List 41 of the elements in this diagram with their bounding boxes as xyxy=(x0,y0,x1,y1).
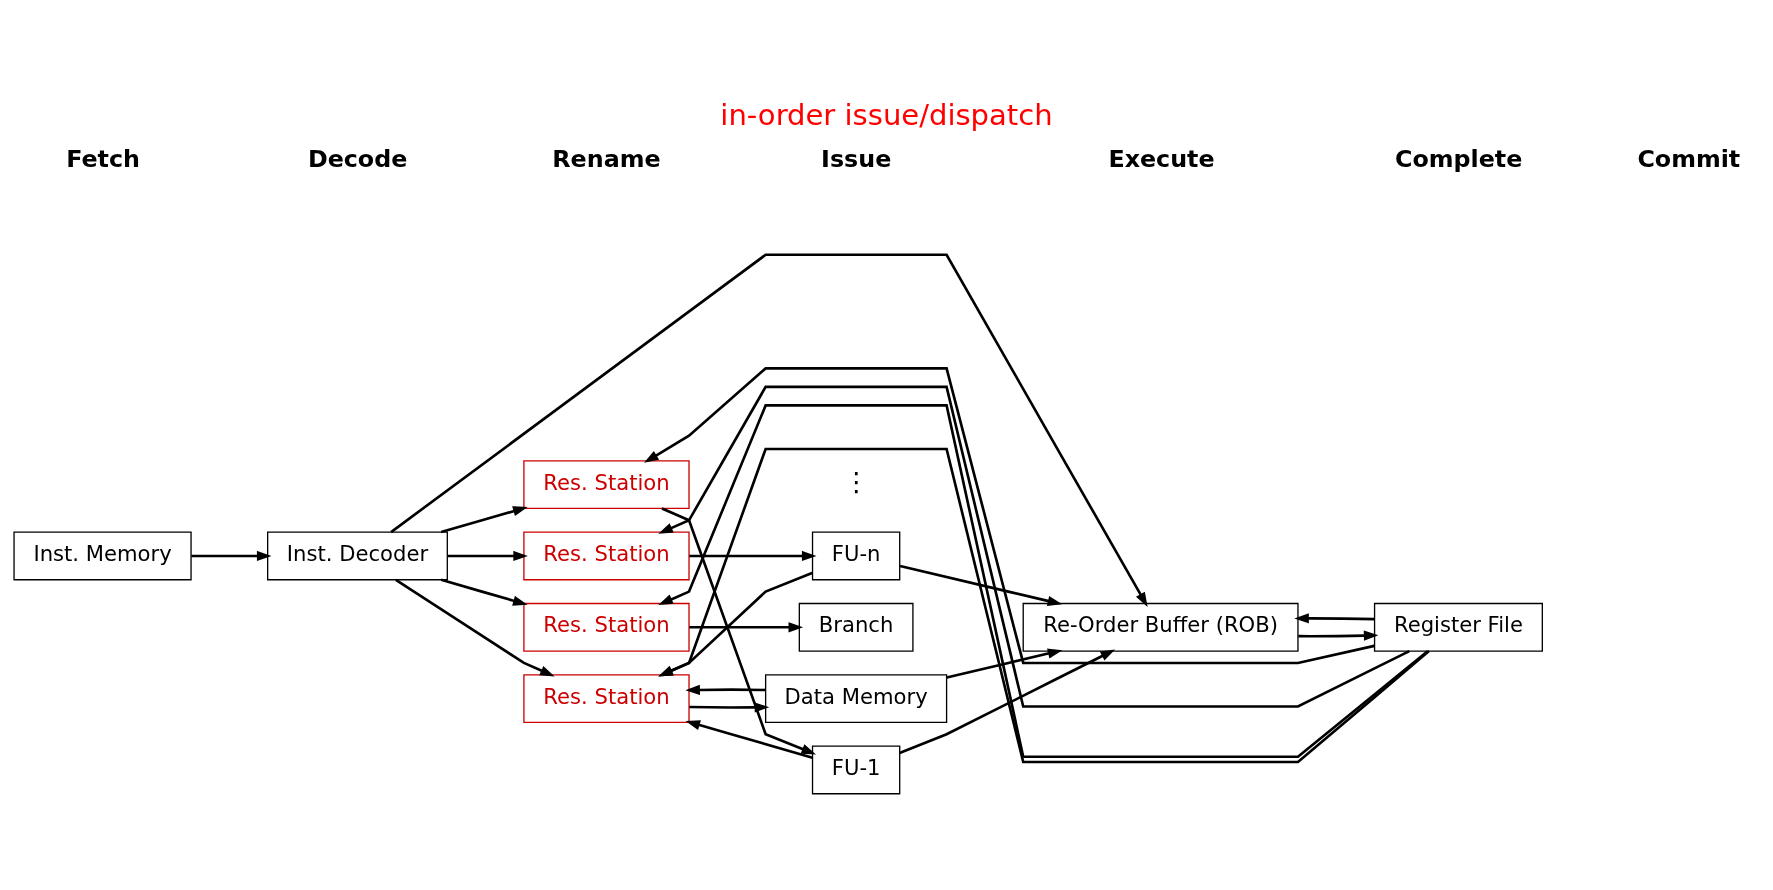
label: Rename xyxy=(552,144,661,173)
arrow xyxy=(440,506,528,534)
arrow xyxy=(440,578,528,606)
arrow xyxy=(689,550,817,562)
node-box: Branch xyxy=(798,602,914,652)
arrow xyxy=(658,571,813,677)
node-box: Res. Station xyxy=(523,531,690,581)
node-box: Register File xyxy=(1373,602,1543,652)
arrow xyxy=(899,649,1116,755)
arrow xyxy=(899,564,1063,606)
node-box: Data Memory xyxy=(765,674,948,724)
arrow xyxy=(1298,630,1379,641)
arrow xyxy=(685,720,813,759)
label: Commit xyxy=(1637,144,1741,173)
label: Fetch xyxy=(66,144,140,173)
arrow xyxy=(661,507,817,755)
arrow xyxy=(658,385,1410,708)
node-box: Re-Order Buffer (ROB) xyxy=(1022,602,1299,652)
node-box: Res. Station xyxy=(523,674,690,724)
arrow xyxy=(685,684,766,696)
arrow xyxy=(946,648,1063,679)
arrow xyxy=(689,622,804,633)
node-box: FU-1 xyxy=(811,745,901,795)
node-box: Inst. Memory xyxy=(13,531,192,581)
node-box: Inst. Decoder xyxy=(267,531,448,581)
label: Decode xyxy=(307,144,408,173)
arrow xyxy=(191,550,272,562)
arrow xyxy=(689,702,770,713)
node-box: FU-n xyxy=(811,531,901,581)
label: Execute xyxy=(1108,144,1215,173)
arrow xyxy=(447,550,528,562)
node-box: Res. Station xyxy=(523,602,690,652)
arrow xyxy=(395,578,555,677)
diagram-title: in-order issue/dispatch xyxy=(720,97,1053,132)
arrow xyxy=(1294,613,1375,624)
label: Issue xyxy=(821,144,892,173)
label: ⋮ xyxy=(842,466,870,498)
arrow xyxy=(644,367,1375,665)
label: Complete xyxy=(1395,144,1523,173)
node-box: Res. Station xyxy=(523,460,690,510)
arrow xyxy=(390,253,1148,607)
